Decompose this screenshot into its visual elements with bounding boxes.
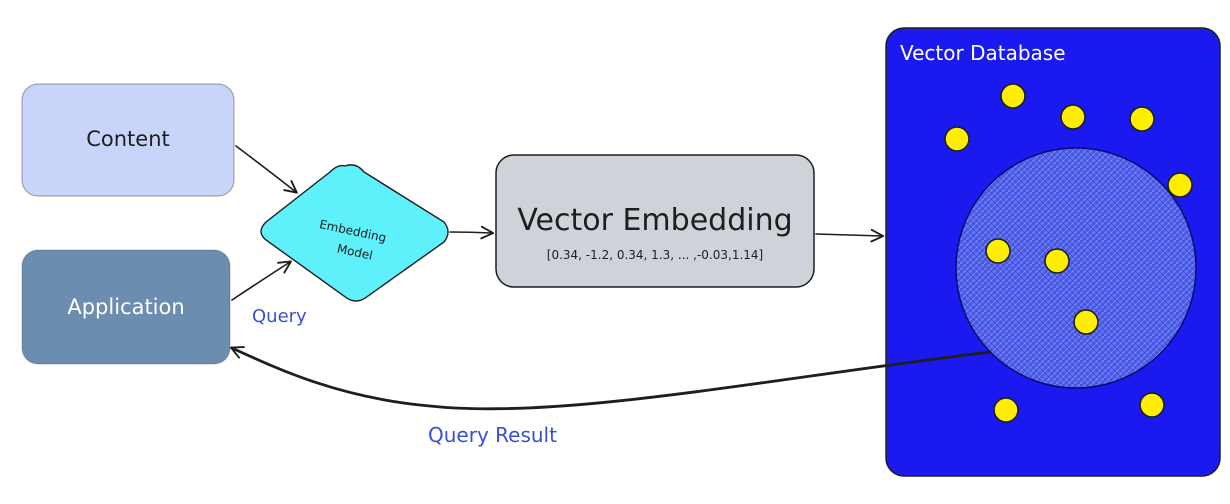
- vector-database-label: Vector Database: [900, 41, 1066, 65]
- embedding-model-node: Embedding Model: [260, 164, 449, 302]
- vector-embedding-node: Vector Embedding [0.34, -1.2, 0.34, 1.3,…: [495, 154, 815, 288]
- content-to-model-arrow: [235, 145, 298, 194]
- vector-dot: [944, 126, 970, 152]
- application-label: Application: [67, 295, 184, 319]
- content-label: Content: [86, 127, 170, 151]
- vector-dot: [1167, 172, 1193, 198]
- model-to-embedding-arrow: [449, 225, 495, 240]
- content-node: Content: [21, 83, 235, 197]
- application-to-model-arrow: [231, 260, 292, 301]
- similarity-cluster: [955, 147, 1197, 389]
- vector-dot: [1139, 392, 1165, 418]
- vector-dot: [993, 397, 1019, 423]
- query-result-label: Query Result: [428, 423, 557, 447]
- vector-dot: [1060, 104, 1086, 130]
- vector-dot: [1000, 83, 1026, 109]
- application-node: Application: [21, 249, 231, 365]
- vector-dot: [1044, 248, 1070, 274]
- vector-dot: [985, 238, 1011, 264]
- query-result-arrow: [230, 346, 992, 411]
- vector-embedding-title: Vector Embedding: [517, 203, 792, 238]
- vector-dot: [1073, 309, 1099, 335]
- query-label: Query: [252, 306, 307, 327]
- embedding-to-database-arrow: [815, 228, 885, 243]
- vector-dot: [1129, 106, 1155, 132]
- vector-embedding-values: [0.34, -1.2, 0.34, 1.3, ... ,-0.03,1.14]: [547, 248, 763, 262]
- vector-database: Vector Database: [885, 27, 1221, 477]
